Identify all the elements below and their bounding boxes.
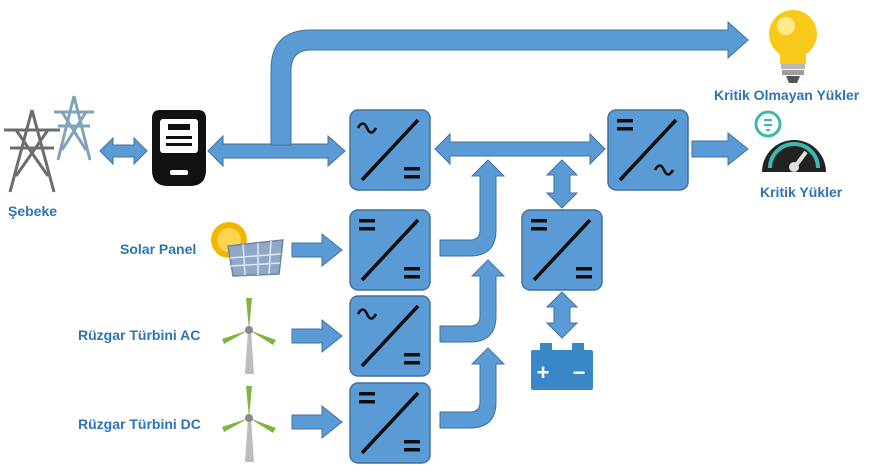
grid-label: Şebeke xyxy=(8,203,58,219)
wind-turbine-icon xyxy=(222,386,276,462)
solar-panel-icon xyxy=(211,222,284,277)
converter-wind-ac xyxy=(349,295,431,377)
dc-bus-arrow xyxy=(434,132,606,166)
wind-dc-label: Rüzgar Türbini DC xyxy=(78,416,201,432)
battery-icon: + − xyxy=(531,343,593,390)
converter-wind-dc xyxy=(349,382,431,464)
converter-battery xyxy=(521,209,603,291)
light-bulb-icon xyxy=(769,10,817,83)
gauge-icon xyxy=(754,110,826,172)
wind-dc-output-arrow xyxy=(439,347,506,429)
solar-input-arrow xyxy=(291,232,343,268)
wind-dc-input-arrow xyxy=(291,404,343,440)
grid-meter-arrow xyxy=(99,136,148,166)
connector-arrows xyxy=(99,20,749,440)
meter-inverter-arrow xyxy=(207,134,346,168)
converter-load-inverter xyxy=(607,109,689,191)
critical-loads-label: Kritik Yükler xyxy=(760,184,843,200)
battery-converter-battery-arrow xyxy=(545,291,579,339)
wind-turbine-icon xyxy=(222,298,276,374)
bus-battery-converter-arrow xyxy=(545,159,579,209)
wind-ac-label: Rüzgar Türbini AC xyxy=(78,327,201,343)
transmission-tower-icon xyxy=(4,95,94,193)
converter-grid-inverter xyxy=(349,109,431,191)
wind-ac-input-arrow xyxy=(291,318,343,354)
converter-solar xyxy=(349,209,431,291)
non-critical-loads-label: Kritik Olmayan Yükler xyxy=(714,87,860,103)
critical-load-arrow xyxy=(691,131,749,167)
battery-negative-sign: − xyxy=(573,360,586,385)
solar-output-arrow xyxy=(439,159,506,257)
electric-meter-icon xyxy=(152,110,206,186)
wind-ac-output-arrow xyxy=(439,259,506,343)
non-critical-branch-arrow xyxy=(270,20,749,146)
solar-panel-label: Solar Panel xyxy=(120,241,197,257)
battery-positive-sign: + xyxy=(537,360,550,385)
